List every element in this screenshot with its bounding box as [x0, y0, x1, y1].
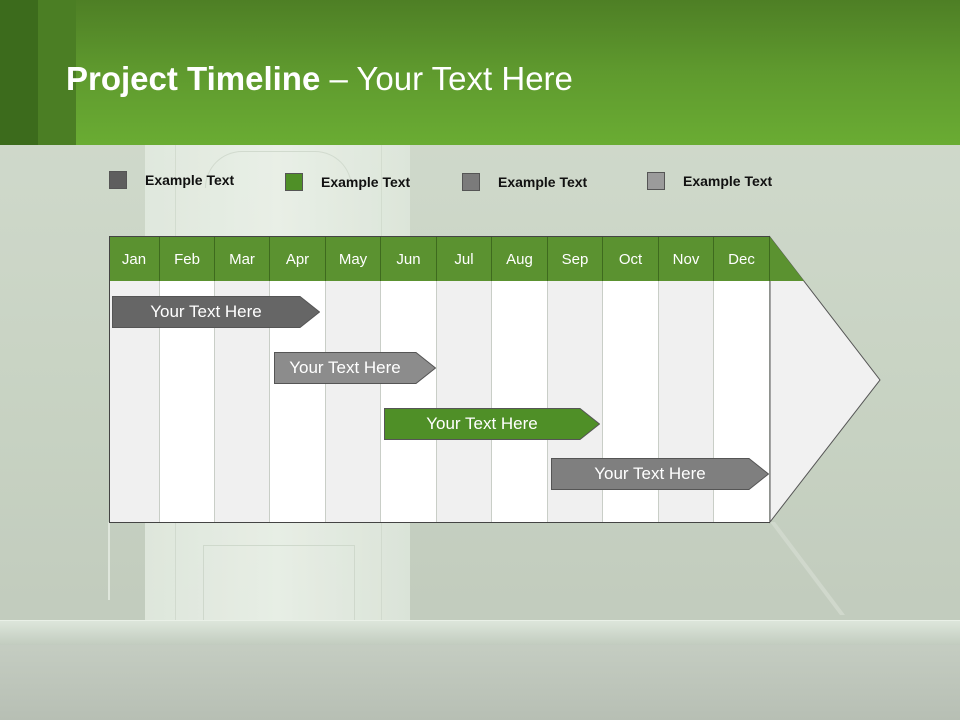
- legend-label: Example Text: [683, 173, 773, 189]
- page-title: Project Timeline – Your Text Here: [66, 60, 573, 98]
- header-accent-dark: [0, 0, 38, 145]
- legend-swatch: [285, 173, 303, 191]
- title-rest: – Your Text Here: [320, 60, 573, 97]
- title-bold: Project Timeline: [66, 60, 321, 97]
- month-column-may: [326, 281, 381, 522]
- month-header-may: May: [326, 237, 381, 281]
- task-label: Your Text Here: [289, 358, 401, 377]
- month-header-apr: Apr: [270, 237, 326, 281]
- month-header-dec: Dec: [714, 237, 770, 281]
- month-header-aug: Aug: [492, 237, 548, 281]
- month-header-feb: Feb: [160, 237, 215, 281]
- task-label: Your Text Here: [426, 414, 538, 433]
- task-bar-2[interactable]: Your Text Here: [274, 352, 436, 384]
- month-column-aug: [492, 281, 548, 522]
- month-header-sep: Sep: [548, 237, 603, 281]
- month-header-jan: Jan: [109, 237, 160, 281]
- legend-swatch: [109, 171, 127, 189]
- legend-label: Example Text: [498, 174, 588, 190]
- legend-swatch: [462, 173, 480, 191]
- month-header-mar: Mar: [215, 237, 270, 281]
- header-banner: Project Timeline – Your Text Here: [0, 0, 960, 145]
- month-column-jun: [381, 281, 437, 522]
- legend-item-3: Example Text: [462, 172, 587, 192]
- task-bar-1[interactable]: Your Text Here: [112, 296, 320, 328]
- task-bar-4[interactable]: Your Text Here: [551, 458, 769, 490]
- header-accent-mid: [38, 0, 76, 145]
- task-label: Your Text Here: [150, 302, 262, 321]
- legend-swatch: [647, 172, 665, 190]
- legend-label: Example Text: [145, 172, 235, 188]
- month-header-nov: Nov: [659, 237, 714, 281]
- month-header-jun: Jun: [381, 237, 437, 281]
- legend-item-1: Example Text: [109, 170, 234, 190]
- legend-label: Example Text: [321, 174, 411, 190]
- legend-item-4: Example Text: [647, 171, 772, 191]
- month-header-jul: Jul: [437, 237, 492, 281]
- month-column-jul: [437, 281, 492, 522]
- baseboard: [0, 620, 960, 645]
- month-header-oct: Oct: [603, 237, 659, 281]
- task-bar-3[interactable]: Your Text Here: [384, 408, 600, 440]
- timeline-frame: [109, 236, 770, 523]
- task-label: Your Text Here: [594, 464, 706, 483]
- legend-item-2: Example Text: [285, 172, 410, 192]
